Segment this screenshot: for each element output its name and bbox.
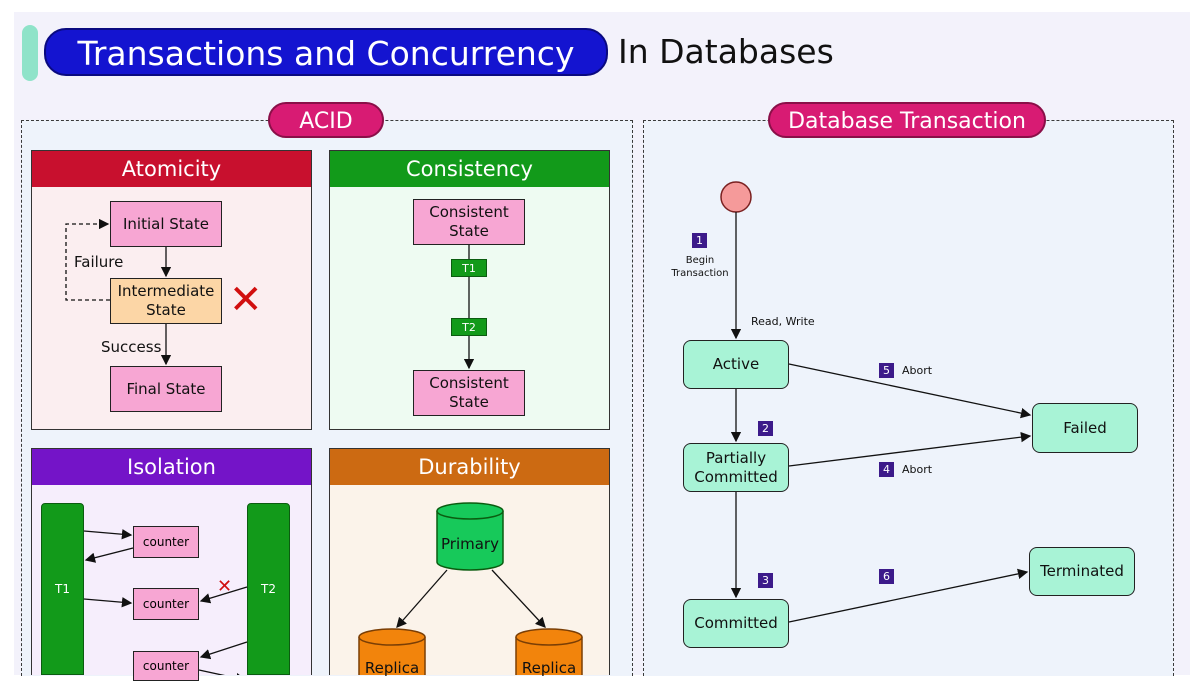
consistent-state-bottom: Consistent State [413,370,525,416]
abort-label-4: Abort [902,463,933,476]
step-5-tag: 5 [879,363,894,378]
final-state-node: Final State [110,366,222,412]
counter-box-1: counter [133,526,199,558]
begin-transaction-label: Begin Transaction [671,255,729,279]
primary-to-replica-right-arrow [491,569,546,628]
read-write-label: Read, Write [751,315,815,328]
isolation-t1-read-arrow [83,529,133,540]
committed-to-terminated-arrow [788,568,1029,623]
partial-to-failed-arrow [788,431,1032,467]
partially-committed-node: Partially Committed [683,443,789,492]
consistency-t1-chip: T1 [451,259,487,277]
primary-database-icon [436,502,504,571]
isolation-t2-read-arrow [198,669,247,675]
title-rest: In Databases [618,32,834,71]
active-to-failed-arrow [788,363,1032,419]
intermediate-state-node: Intermediate State [110,278,222,324]
primary-to-replica-left-arrow [396,569,448,628]
step-4-tag: 4 [879,462,894,477]
step-2-tag: 2 [758,421,773,436]
isolation-title: Isolation [32,449,311,485]
step-3-tag: 3 [758,573,773,588]
initial-state-node: Initial State [110,201,222,247]
failure-label: Failure [74,253,124,271]
replica-database-icon-left [358,628,426,675]
blocked-cross-icon: ✕ [217,576,233,597]
transaction-label: Database Transaction [768,102,1046,138]
durability-title: Durability [330,449,609,485]
acid-label: ACID [268,102,384,138]
isolation-t1-read-arrow-2 [83,597,133,608]
committed-state-node: Committed [683,599,789,648]
title-highlight: Transactions and Concurrency [44,28,608,76]
step-1-tag: 1 [692,233,707,248]
failed-state-node: Failed [1032,403,1138,453]
failure-cross-icon: ✕ [229,277,263,323]
title-accent-bar [22,25,38,81]
consistency-title: Consistency [330,151,609,187]
terminated-state-node: Terminated [1029,547,1135,596]
replica-label-right: Replica [521,659,577,677]
success-label: Success [101,338,162,356]
isolation-t1-write-arrow [84,547,134,563]
atomicity-title: Atomicity [32,151,311,187]
counter-box-2: counter [133,588,199,620]
isolation-t1-bar: T1 [41,503,84,675]
replica-label-left: Replica [364,659,420,677]
isolation-t2-bar: T2 [247,503,290,675]
abort-label-5: Abort [902,364,933,377]
isolation-t2-write-arrow [199,641,248,660]
active-state-node: Active [683,340,789,389]
consistency-t2-chip: T2 [451,318,487,336]
step-6-tag: 6 [879,569,894,584]
isolation-t2-blocked-arrow [199,586,248,604]
consistent-state-top: Consistent State [413,199,525,245]
replica-database-icon-right [515,628,583,675]
failure-rollback-arrow [65,218,110,301]
primary-label: Primary [441,535,499,553]
